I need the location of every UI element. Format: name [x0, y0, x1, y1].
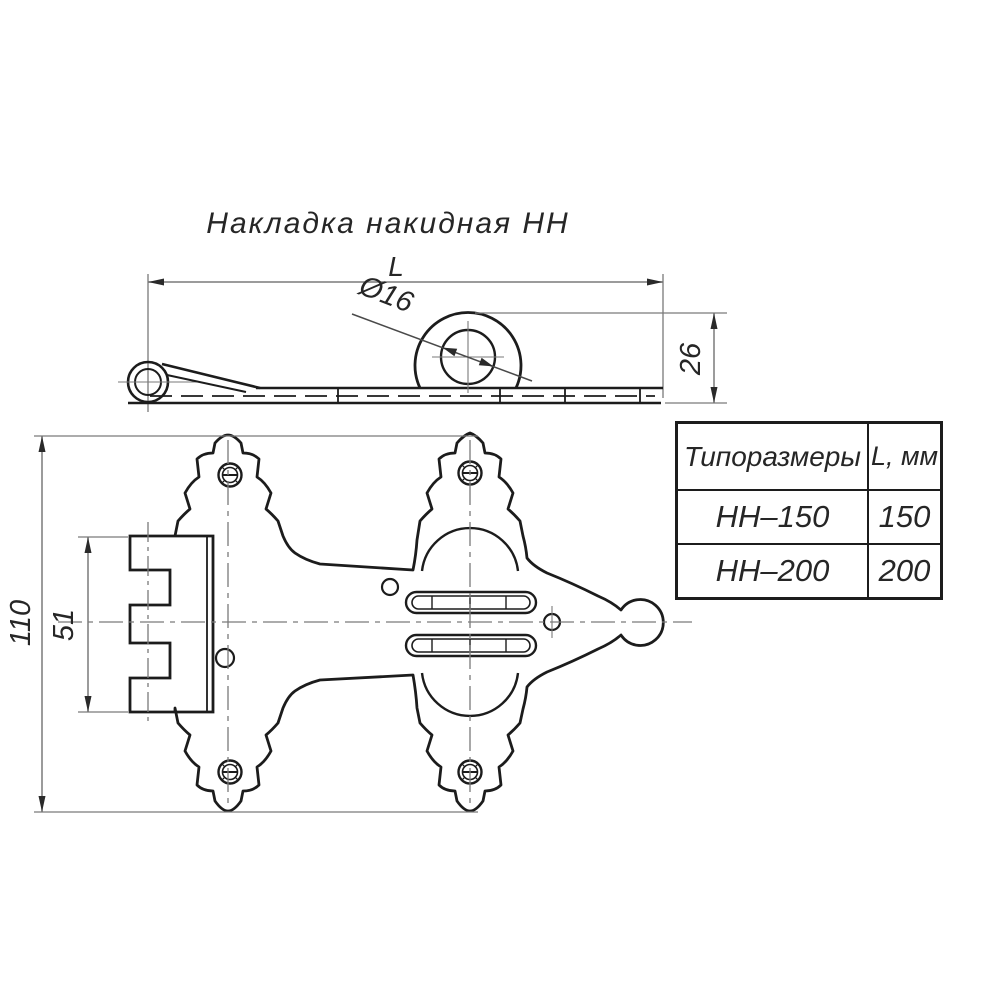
dimension-L: L — [147, 251, 664, 412]
size-table-header-type: Типоразмеры — [684, 440, 861, 472]
size-table-header-length: L, мм — [867, 424, 940, 489]
dome-arc-lower — [420, 672, 520, 718]
arrowhead-top — [710, 313, 718, 329]
eyelet-arch — [413, 311, 523, 393]
arrowhead-top — [84, 537, 92, 553]
size-table-row2-length: 200 — [867, 543, 940, 597]
plan-view: 110 51 — [5, 431, 692, 813]
size-table-row1-type: НН–150 — [678, 489, 867, 543]
arrowhead-bottom — [710, 387, 718, 403]
dimension-110: 110 — [5, 435, 478, 813]
size-table: Типоразмеры L, мм НН–150 150 НН–200 200 — [675, 421, 943, 600]
knuckle-leaf — [128, 522, 215, 726]
dim-hole-diameter-label: Ø16 — [354, 269, 418, 319]
screw-hole-bottom-left — [217, 759, 243, 785]
dimension-51: 51 — [48, 536, 128, 713]
strap-profile — [128, 386, 663, 405]
arrowhead-bottom — [38, 796, 46, 812]
dim-width-110-label: 110 — [5, 600, 37, 646]
dim-L-label: L — [388, 251, 404, 282]
arrowhead-upper — [442, 347, 458, 357]
small-hole-left — [380, 577, 400, 597]
arrowhead-top — [38, 436, 46, 452]
dimension-26: 26 — [475, 312, 727, 404]
ornate-plate-outline — [173, 431, 665, 813]
louver-slot-bottom — [404, 633, 538, 658]
screw-hole-top-left — [217, 462, 243, 488]
arrowhead-bottom — [84, 696, 92, 712]
arrowhead-lower — [478, 357, 494, 367]
arrowhead-right — [647, 278, 663, 286]
hinge-curl — [118, 360, 261, 404]
small-hole-near-bend — [214, 647, 236, 669]
size-table-row1-length: 150 — [867, 489, 940, 543]
dim-height-26-label: 26 — [675, 342, 707, 376]
arrowhead-left — [148, 278, 164, 286]
size-table-row2-type: НН–200 — [678, 543, 867, 597]
louver-slot-top — [404, 590, 538, 615]
side-view: L — [118, 251, 727, 412]
dim-leaf-51-label: 51 — [48, 609, 80, 641]
drawing-title: Накладка накидная НН — [206, 207, 569, 240]
